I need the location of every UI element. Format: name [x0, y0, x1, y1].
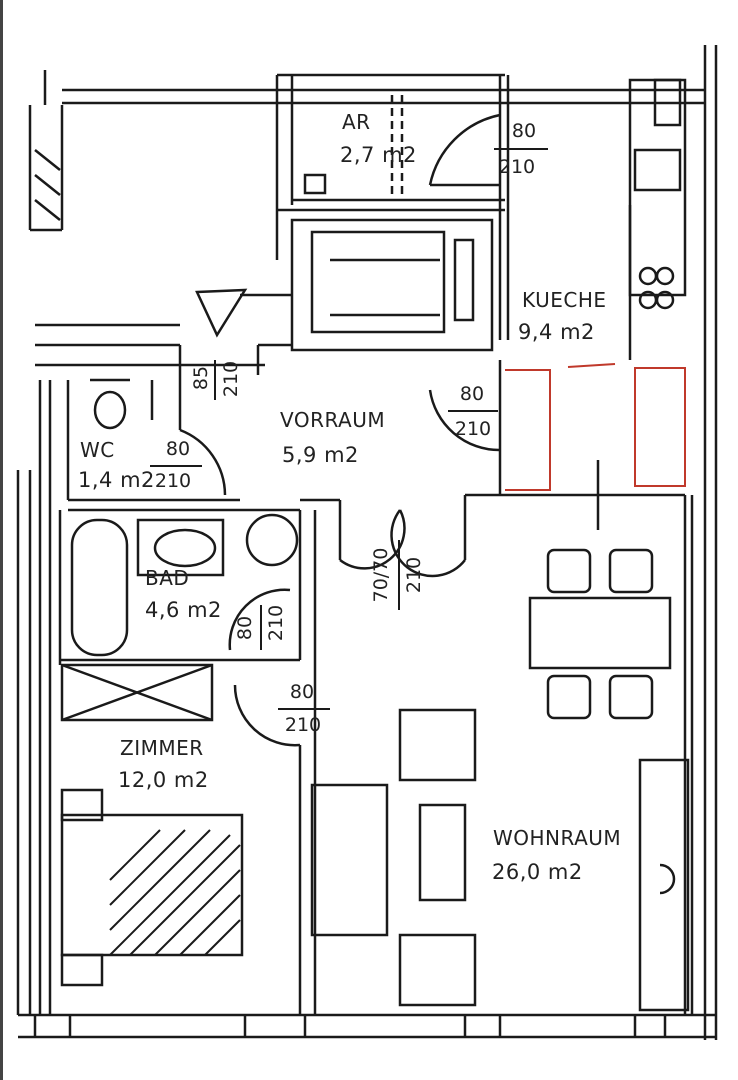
door-wc-shaft-height: 210: [220, 360, 242, 398]
door-wohnraum-width: 70/70: [370, 547, 392, 603]
door-zimmer-height: 210: [284, 714, 322, 736]
room-name-bad: BAD: [145, 566, 190, 590]
door-wohnraum-height: 210: [403, 556, 425, 594]
door-wc-width: 80: [165, 438, 191, 460]
room-name-ar: AR: [342, 110, 371, 134]
door-kueche-width: 80: [459, 383, 485, 405]
room-area-ar: 2,7 m2: [340, 143, 417, 167]
room-area-bad: 4,6 m2: [145, 598, 222, 622]
room-area-zimmer: 12,0 m2: [118, 768, 209, 792]
door-wc-height: 210: [154, 470, 192, 492]
room-area-wc: 1,4 m2: [78, 468, 155, 492]
room-name-zimmer: ZIMMER: [120, 736, 204, 760]
door-ar-height: 210: [498, 156, 536, 178]
door-bad-width: 80: [234, 615, 256, 641]
room-area-wohnraum: 26,0 m2: [492, 860, 583, 884]
door-bad-height: 210: [265, 604, 287, 642]
door-ar-width: 80: [511, 120, 537, 142]
room-name-wc: WC: [80, 438, 115, 462]
room-name-kueche: KUECHE: [522, 288, 607, 312]
room-area-vorraum: 5,9 m2: [282, 443, 359, 467]
room-name-vorraum: VORRAUM: [280, 408, 386, 432]
door-kueche-height: 210: [454, 418, 492, 440]
room-area-kueche: 9,4 m2: [518, 320, 595, 344]
room-name-wohnraum: WOHNRAUM: [493, 826, 622, 850]
door-wc-shaft-width: 85: [190, 365, 212, 391]
door-zimmer-width: 80: [289, 681, 315, 703]
